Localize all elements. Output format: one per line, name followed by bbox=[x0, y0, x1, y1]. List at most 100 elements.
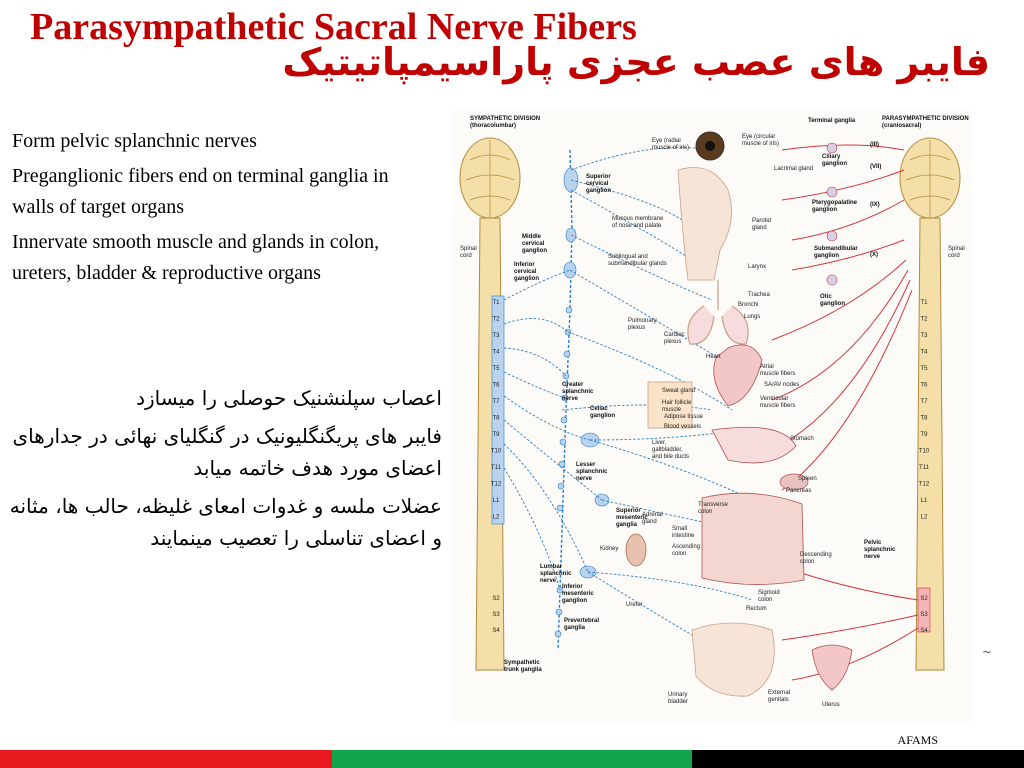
right-spinal-cord bbox=[915, 217, 945, 671]
organ-label: Pancreas bbox=[786, 488, 811, 494]
cord-segment-left: T1 bbox=[492, 300, 500, 306]
cranial-nerve-label: (X) bbox=[870, 252, 878, 258]
diagram-artwork bbox=[459, 131, 961, 697]
organ-label: Stomach bbox=[790, 436, 814, 442]
kidney-illustration bbox=[625, 533, 647, 567]
organ-label: Blood vessels bbox=[664, 424, 701, 430]
footer-org-label: AFAMS bbox=[897, 733, 938, 747]
sympathetic-division-header: SYMPATHETIC DIVISION(thoracolumbar) bbox=[470, 116, 540, 129]
autonomic-nervous-system-diagram: SYMPATHETIC DIVISION(thoracolumbar) PARAS… bbox=[452, 110, 972, 722]
cord-segment-left: T8 bbox=[492, 416, 500, 422]
cranial-nerve-label: (III) bbox=[870, 142, 879, 148]
cord-segment-right: L1 bbox=[921, 498, 928, 504]
intestines-illustration bbox=[701, 492, 805, 585]
cord-segment-left: T7 bbox=[492, 399, 500, 405]
organ-label: SA/AV nodes bbox=[764, 382, 799, 388]
cord-segment-right: T11 bbox=[919, 465, 930, 471]
english-point: Form pelvic splanchnic nerves bbox=[12, 130, 257, 152]
cord-segment-right: T1 bbox=[920, 300, 928, 306]
cord-segment-right: T9 bbox=[920, 432, 928, 438]
persian-point: عضلات ملسه و غدوات امعای غلیظه، حالب ها،… bbox=[9, 494, 442, 550]
cord-segment-right: T10 bbox=[919, 449, 930, 455]
cord-segment-right: T3 bbox=[920, 333, 928, 339]
organ-label: Liver,gallbladder,and bile ducts bbox=[652, 440, 689, 460]
organ-label: Rectum bbox=[746, 606, 767, 612]
prevertebral-ganglia bbox=[579, 432, 610, 579]
cord-segment-left: T6 bbox=[492, 383, 500, 389]
organ-label: Kidney bbox=[600, 546, 618, 552]
cord-segment-left: T3 bbox=[492, 333, 500, 339]
slide-title-english: Parasympathetic Sacral Nerve Fibers bbox=[30, 6, 637, 48]
cord-segment-left: L1 bbox=[493, 498, 500, 504]
cord-segment-right-sacral: S2 bbox=[920, 596, 928, 602]
terminal-ganglia-label: Terminal ganglia bbox=[808, 118, 856, 124]
pupil bbox=[705, 141, 715, 151]
slide-title-persian: فایبر های عصب عجزی پاراسیمپاتیتیک bbox=[282, 40, 990, 84]
squiggle-mark: ~ bbox=[982, 645, 993, 659]
organ-label: Adipose tissue bbox=[664, 414, 704, 420]
trachea-lungs bbox=[687, 280, 749, 345]
cord-segment-left: T11 bbox=[491, 465, 502, 471]
parasympathetic-fibers bbox=[771, 144, 919, 681]
organ-label: Lacrimal gland bbox=[774, 166, 813, 172]
cord-segment-left: T5 bbox=[492, 366, 500, 372]
organ-label: Uterus bbox=[822, 702, 840, 708]
terminal-ganglia bbox=[826, 142, 838, 286]
cord-segment-right-sacral: S4 bbox=[920, 628, 928, 634]
cord-segment-right: T2 bbox=[920, 317, 928, 323]
cord-segment-right: T6 bbox=[920, 383, 928, 389]
heart-illustration bbox=[713, 344, 763, 407]
left-cord-thoracolumbar-band bbox=[491, 295, 505, 525]
cord-segment-right: T5 bbox=[920, 366, 928, 372]
cord-segment-right: T4 bbox=[920, 350, 928, 356]
cord-segment-right: T12 bbox=[919, 482, 930, 488]
uterus-illustration bbox=[811, 644, 853, 691]
cord-segment-right: L2 bbox=[921, 515, 928, 521]
cord-segment-right: T8 bbox=[920, 416, 928, 422]
parasympathetic-division-header: PARASYMPATHETIC DIVISION(craniosacral) bbox=[882, 116, 969, 129]
organ-label: Bronchi bbox=[738, 302, 758, 308]
cord-segment-left: L2 bbox=[493, 515, 500, 521]
persian-point: فایبر های پریگنگلیونیک در گنگلیای نهائی … bbox=[12, 424, 443, 480]
cord-segment-left-sacral: S3 bbox=[492, 612, 500, 618]
right-brain-folds bbox=[905, 140, 955, 218]
english-points-list: Form pelvic splanchnic nerves Preganglio… bbox=[12, 126, 422, 293]
footer-bar-green bbox=[332, 750, 692, 768]
organ-label: Trachea bbox=[748, 292, 770, 298]
diagram-labels: SYMPATHETIC DIVISION(thoracolumbar) PARAS… bbox=[460, 116, 969, 708]
cord-segment-left-sacral: S2 bbox=[492, 596, 500, 602]
footer-color-bar bbox=[0, 750, 1024, 768]
cord-segment-left: T9 bbox=[492, 432, 500, 438]
left-brain-folds bbox=[465, 140, 515, 218]
cord-segment-left: T4 bbox=[492, 350, 500, 356]
organ-label: Larynx bbox=[748, 264, 766, 270]
cranial-nerve-label: (VII) bbox=[870, 164, 881, 170]
footer-bar-black bbox=[692, 750, 1024, 768]
organ-label: Spleen bbox=[798, 476, 817, 482]
